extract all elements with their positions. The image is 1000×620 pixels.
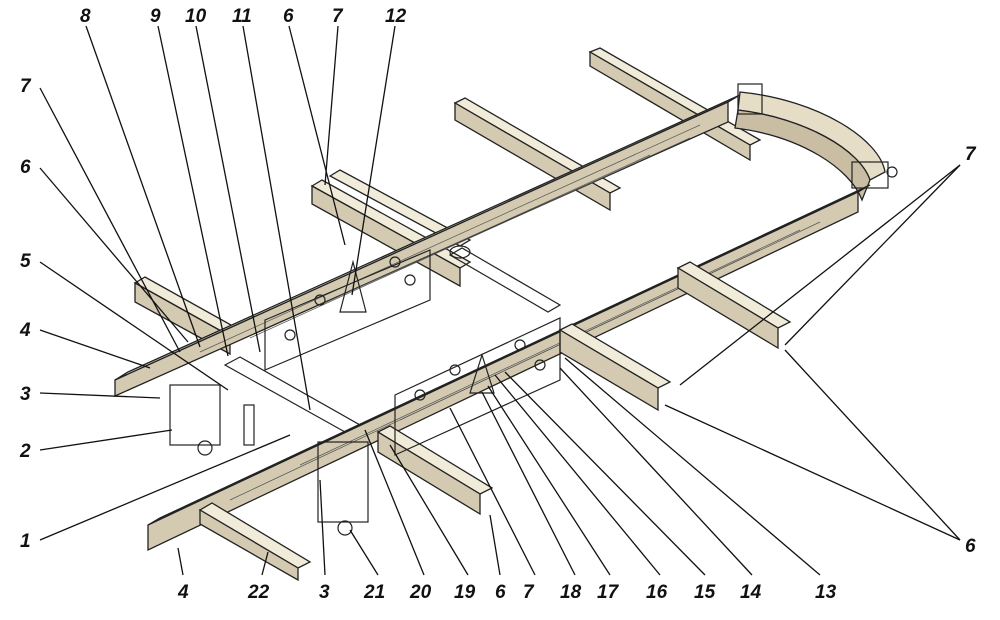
callout-2: 2 (19, 441, 31, 462)
callout-6: 6 (495, 582, 506, 603)
callout-21: 21 (363, 582, 385, 603)
callout-6: 6 (20, 157, 31, 178)
callout-5: 5 (20, 251, 31, 272)
callout-1: 1 (20, 531, 31, 552)
callout-6: 6 (283, 6, 294, 27)
callout-3: 3 (20, 384, 31, 405)
callout-20: 20 (409, 582, 432, 603)
bolted-plates (264, 249, 561, 456)
callout-10: 10 (185, 6, 207, 27)
callout-17: 17 (597, 582, 620, 603)
callout-3: 3 (319, 582, 330, 603)
callout-7: 7 (965, 144, 977, 165)
callout-labels: 8 9 10 11 6 7 12 7 6 5 4 3 2 1 4 22 3 21… (19, 6, 977, 603)
callout-6: 6 (965, 536, 976, 557)
callout-4: 4 (177, 582, 189, 603)
callout-16: 16 (646, 582, 668, 603)
leader-lines (39, 25, 961, 576)
callout-18: 18 (560, 582, 582, 603)
front-crossbeams (198, 261, 792, 582)
callout-8: 8 (80, 6, 91, 27)
callout-14: 14 (740, 582, 762, 603)
callout-7: 7 (332, 6, 344, 27)
callout-22: 22 (247, 582, 270, 603)
callout-7: 7 (523, 582, 535, 603)
callout-13: 13 (815, 582, 837, 603)
callout-12: 12 (385, 6, 407, 27)
callout-19: 19 (454, 582, 476, 603)
left-longitudinal-rail (114, 94, 741, 398)
callout-9: 9 (150, 6, 161, 27)
suspension-hangers (169, 384, 369, 536)
callout-7: 7 (20, 76, 32, 97)
curved-front-bow (734, 83, 898, 202)
rear-crossbeams (133, 47, 762, 356)
callout-15: 15 (694, 582, 716, 603)
callout-11: 11 (232, 6, 252, 27)
transverse-tube (223, 245, 562, 433)
callout-4: 4 (19, 320, 31, 341)
right-longitudinal-rail (147, 184, 871, 552)
